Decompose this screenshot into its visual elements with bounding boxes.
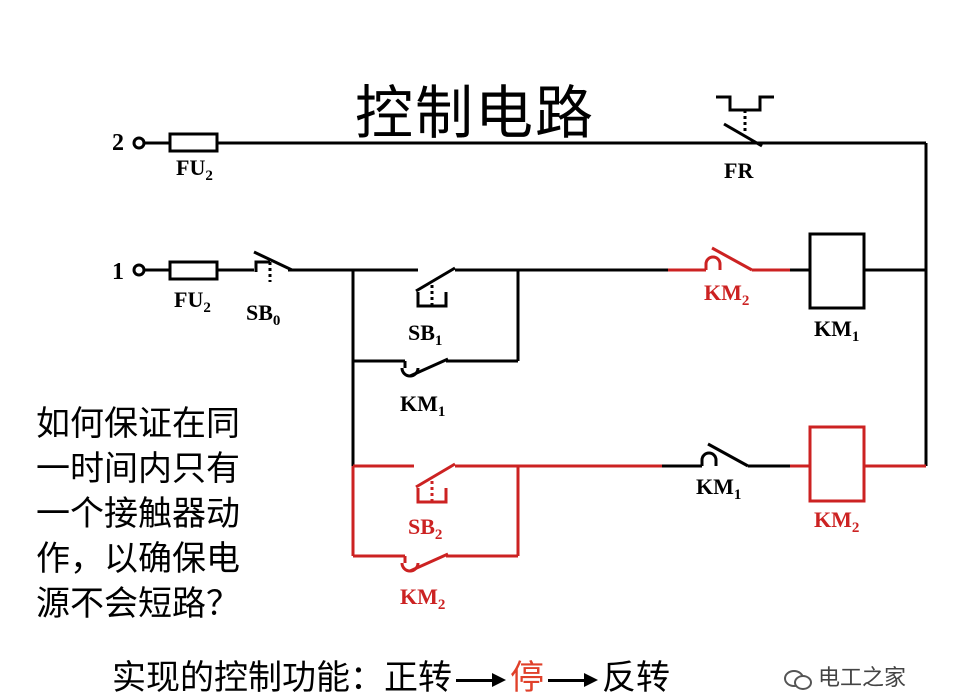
fu2-mid-label: FU2 xyxy=(174,287,211,316)
km1-interlock-label: KM1 xyxy=(696,474,741,503)
line-2-wiring xyxy=(132,136,928,466)
fr-label: FR xyxy=(724,158,754,183)
sb1-start-button-icon xyxy=(414,266,456,308)
control-circuit-diagram: 2 1 FU2 FR FU2 SB0 SB1 KM1 KM2 KM1 SB2 K… xyxy=(112,95,928,613)
terminal-2-label: 2 xyxy=(112,130,124,156)
sb0-stop-button-icon xyxy=(253,250,293,282)
km2-interlock-label: KM2 xyxy=(704,280,749,309)
terminal-2-icon xyxy=(132,136,146,150)
km1-coil-icon xyxy=(808,232,866,310)
km2-coil-label: KM2 xyxy=(814,507,859,536)
question-text: 如何保证在同 一时间内只有 一个接触器动 作，以确保电 源不会短路？ xyxy=(36,404,240,624)
arrow-right-icon xyxy=(548,670,598,690)
function-stop: 停 xyxy=(510,658,544,698)
function-reverse: 反转 xyxy=(602,658,670,698)
line-1-wiring xyxy=(132,263,926,466)
fuse-fu2-top-icon xyxy=(168,132,219,153)
wechat-icon xyxy=(784,668,814,690)
watermark: 电工之家 xyxy=(784,660,906,692)
line-3-wiring xyxy=(351,464,926,558)
km1-coil-label: KM1 xyxy=(814,316,859,345)
page-title: 控制电路 xyxy=(355,79,596,147)
sb2-label: SB2 xyxy=(408,514,442,543)
terminal-1-label: 1 xyxy=(112,259,124,285)
fuse-fu2-mid-icon xyxy=(168,260,219,281)
sb0-label: SB0 xyxy=(246,300,280,329)
function-line: 实现的控制功能：正转 停 反转 xyxy=(112,650,670,699)
km1-hold-label: KM1 xyxy=(400,391,445,420)
sb2-reverse-button-icon xyxy=(415,462,456,504)
arrow-right-icon xyxy=(456,670,506,690)
slide: 控制电路 xyxy=(36,79,928,698)
sb1-label: SB1 xyxy=(408,320,442,349)
watermark-text: 电工之家 xyxy=(818,666,907,691)
fr-thermal-contact-icon xyxy=(716,95,774,148)
fu2-top-label: FU2 xyxy=(176,155,213,184)
km1-interlock-contact-icon xyxy=(662,442,790,468)
km2-coil-icon xyxy=(808,425,866,503)
terminal-1-icon xyxy=(132,263,146,277)
function-prefix: 实现的控制功能：正转 xyxy=(112,658,452,698)
km1-holding-contact-icon xyxy=(400,357,449,378)
km2-hold-label: KM2 xyxy=(400,584,445,613)
km2-interlock-contact-icon xyxy=(668,246,790,272)
km2-holding-contact-icon xyxy=(400,552,449,573)
